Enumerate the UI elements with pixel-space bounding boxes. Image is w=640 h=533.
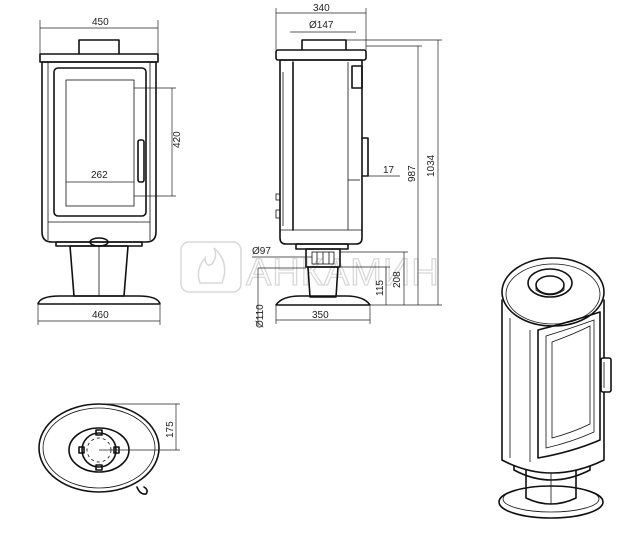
front-glass: [65, 79, 135, 207]
dim-flue-diameter: Ø147: [309, 20, 334, 31]
top-flue-tab-w: [78, 446, 85, 454]
side-base-plate: [275, 295, 371, 306]
dim-front-width: 450: [92, 17, 109, 28]
watermark: АНКАМИН: [180, 241, 440, 295]
dim-front-glass-width: 262: [91, 170, 108, 181]
top-outer-shape: [38, 403, 160, 493]
side-rear-bracket: [351, 65, 363, 89]
dim-inlet-height-a: 208: [392, 271, 403, 288]
watermark-text: АНКАМИН: [246, 252, 440, 294]
front-door-handle: [137, 139, 145, 183]
iso-door: [537, 311, 601, 459]
dim-inlet-height-b: 115: [375, 280, 386, 296]
top-outer-inner-edge: [42, 407, 156, 489]
front-flue-collar: [78, 39, 120, 56]
dim-side-depth: 340: [313, 3, 330, 14]
top-view: 175: [38, 403, 180, 495]
iso-flue-outer: [527, 268, 573, 298]
dim-front-glass-height: 420: [172, 131, 183, 148]
front-base-plate: [37, 295, 161, 305]
perspective-view: [498, 257, 612, 519]
iso-flue-depth: [535, 285, 565, 296]
side-hinge-lower: [275, 193, 281, 201]
side-door-handle: [361, 137, 369, 177]
dim-total-height: 1034: [426, 154, 437, 177]
iso-top-rim: [505, 263, 601, 325]
top-air-lever: [136, 486, 148, 495]
dim-top-depth: 175: [165, 421, 176, 438]
iso-glass: [551, 325, 591, 439]
watermark-logo-box: [180, 241, 242, 293]
side-body: [279, 59, 363, 245]
front-view: 450 420 262 460: [37, 17, 183, 325]
side-top-plate: [275, 49, 367, 61]
dim-inlet-diameter: Ø97: [252, 246, 271, 257]
iso-door-frame: [545, 319, 595, 449]
iso-door-handle: [600, 357, 612, 393]
dim-front-base-width: 460: [92, 310, 109, 321]
watermark-flame-icon: [197, 247, 226, 284]
dim-side-base-depth: 350: [312, 310, 329, 321]
front-door: [53, 67, 147, 217]
front-top-plate: [39, 53, 159, 63]
dim-air-diameter: Ø110: [255, 304, 266, 328]
dim-handle-offset: 17: [383, 165, 395, 176]
dim-flue-height: 987: [407, 165, 418, 182]
side-hinge-bottom: [275, 209, 281, 219]
side-pedestal: [307, 266, 339, 298]
top-flue-tab-s: [95, 464, 103, 471]
front-body: [41, 61, 157, 243]
side-view: 340 Ø147 17 987 1034 208 115 Ø97 Ø110: [252, 3, 442, 328]
iso-body: [501, 299, 605, 474]
top-flue-tab-n: [95, 429, 103, 436]
